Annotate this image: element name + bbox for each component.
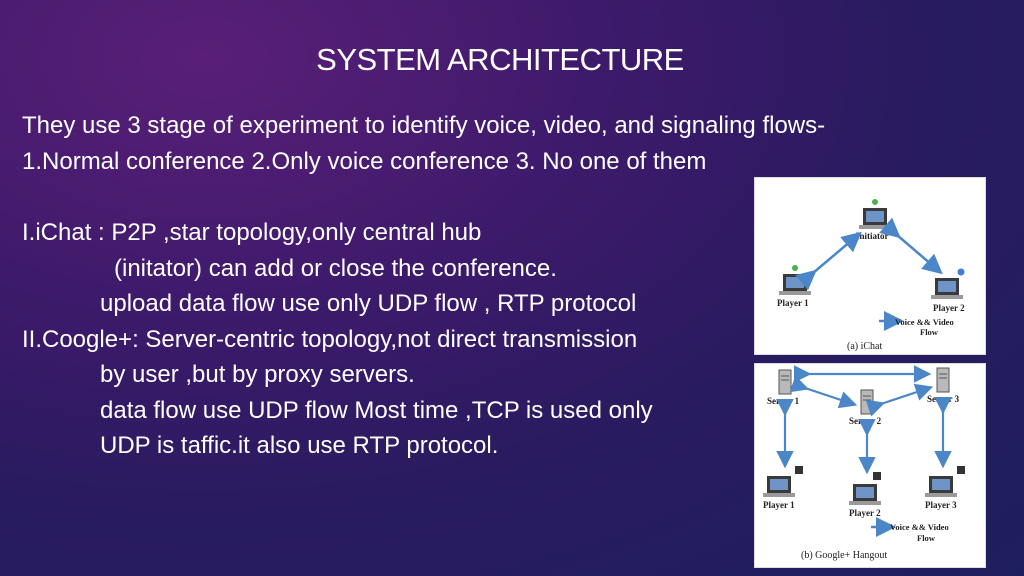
server1-label: Server 1 [767, 396, 800, 406]
body-line: by user ,but by proxy servers. [100, 361, 415, 388]
server1-icon [778, 369, 792, 395]
slide-body: They use 3 stage of experiment to identi… [22, 108, 982, 464]
player2-label: Player 2 [933, 303, 965, 313]
player2-laptop-icon [931, 268, 965, 299]
body-line: UDP is taffic.it also use RTP protocol. [100, 432, 499, 459]
legend-label: Flow [920, 327, 939, 337]
flow-arrow [789, 375, 858, 409]
body-line: 1.Normal conference 2.Only voice confere… [22, 147, 707, 175]
body-line: They use 3 stage of experiment to identi… [22, 112, 826, 139]
server2-icon [860, 389, 874, 415]
player1-label: Player 1 [777, 298, 809, 308]
initiator-laptop-icon [859, 199, 891, 229]
body-line: data flow use UDP flow Most time ,TCP is… [100, 396, 653, 424]
legend-label: Flow [917, 533, 936, 543]
body-line: upload data flow use only UDP flow , RTP… [100, 290, 637, 317]
figure-caption: (b) Google+ Hangout [801, 550, 887, 561]
player1-label: Player 1 [763, 500, 795, 510]
flow-arrow [795, 231, 862, 291]
figure-caption: (a) iChat [847, 341, 882, 352]
player1-laptop-icon [763, 466, 803, 497]
slide-title: SYSTEM ARCHITECTURE [316, 42, 684, 77]
initiator-label: Initiator [856, 231, 889, 241]
body-line: II.Coogle+: Server-centric topology,not … [22, 325, 638, 353]
body-line: I.iChat : P2P ,star topology,only centra… [22, 219, 482, 246]
body-line: (initator) can add or close the conferen… [114, 254, 557, 282]
server3-label: Server 3 [927, 394, 960, 404]
server3-icon [936, 367, 950, 393]
player3-laptop-icon [925, 466, 965, 497]
player2-laptop-icon [849, 472, 881, 505]
player3-label: Player 3 [925, 500, 957, 510]
hangout-topology-figure: Server 1 Server 2 Server 3 Player 1 [754, 363, 986, 568]
server2-label: Server 2 [849, 416, 882, 426]
player1-laptop-icon [779, 265, 811, 295]
ichat-topology-figure: Initiator Player 1 Player 2 Voice && Vid… [754, 177, 986, 355]
player2-label: Player 2 [849, 508, 881, 518]
flow-arrow [865, 383, 934, 417]
legend-label: Voice && Video [890, 522, 949, 532]
flow-arrow [879, 217, 943, 275]
legend-label: Voice && Video [895, 317, 954, 327]
